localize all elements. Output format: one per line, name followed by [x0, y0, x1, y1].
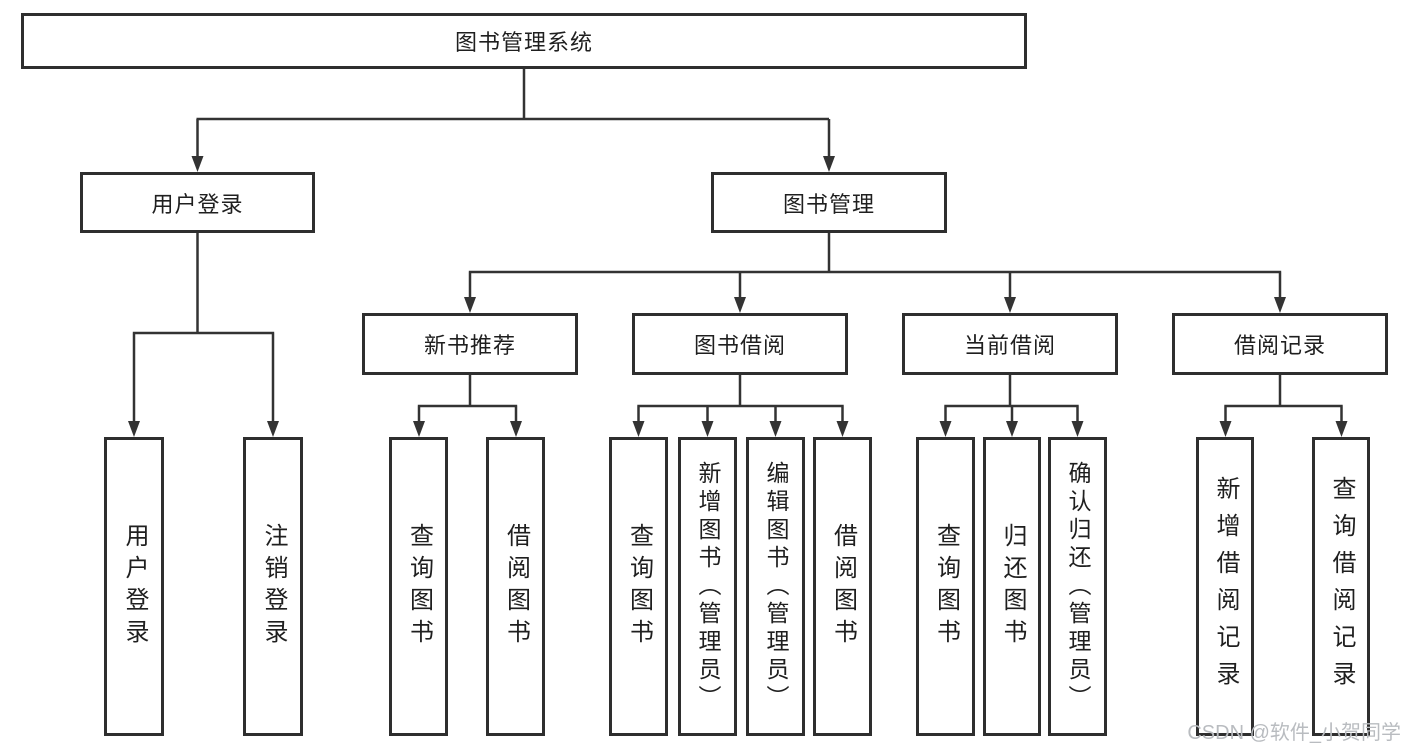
leaf-logout: 注销登录	[243, 437, 303, 736]
csdn-watermark: CSDN @软件_小贺同学	[1187, 722, 1401, 744]
node-borrowing-records: 借阅记录	[1172, 313, 1388, 375]
node-user-login-branch: 用户登录	[80, 172, 315, 233]
node-current-borrowing: 当前借阅	[902, 313, 1118, 375]
leaf-return-books: 归还图书	[983, 437, 1041, 736]
leaf-query-books-recommend: 查询图书	[389, 437, 448, 736]
leaf-query-books-borrowing: 查询图书	[609, 437, 668, 736]
leaf-add-borrow-record: 新增借阅记录	[1196, 437, 1254, 736]
node-book-management-branch: 图书管理	[711, 172, 947, 233]
leaf-borrow-books-recommend: 借阅图书	[486, 437, 545, 736]
leaf-confirm-return-admin: 确认归还（管理员）	[1048, 437, 1107, 736]
leaf-query-borrow-record: 查询借阅记录	[1312, 437, 1370, 736]
arrowhead-icons	[128, 156, 1348, 437]
node-new-book-recommend: 新书推荐	[362, 313, 578, 375]
leaf-edit-books-admin: 编辑图书（管理员）	[746, 437, 805, 736]
leaf-query-books-current: 查询图书	[916, 437, 975, 736]
leaf-borrow-books: 借阅图书	[813, 437, 872, 736]
leaf-user-login: 用户登录	[104, 437, 164, 736]
node-book-borrowing: 图书借阅	[632, 313, 848, 375]
leaf-add-books-admin: 新增图书（管理员）	[678, 437, 737, 736]
node-root-system: 图书管理系统	[21, 13, 1027, 69]
